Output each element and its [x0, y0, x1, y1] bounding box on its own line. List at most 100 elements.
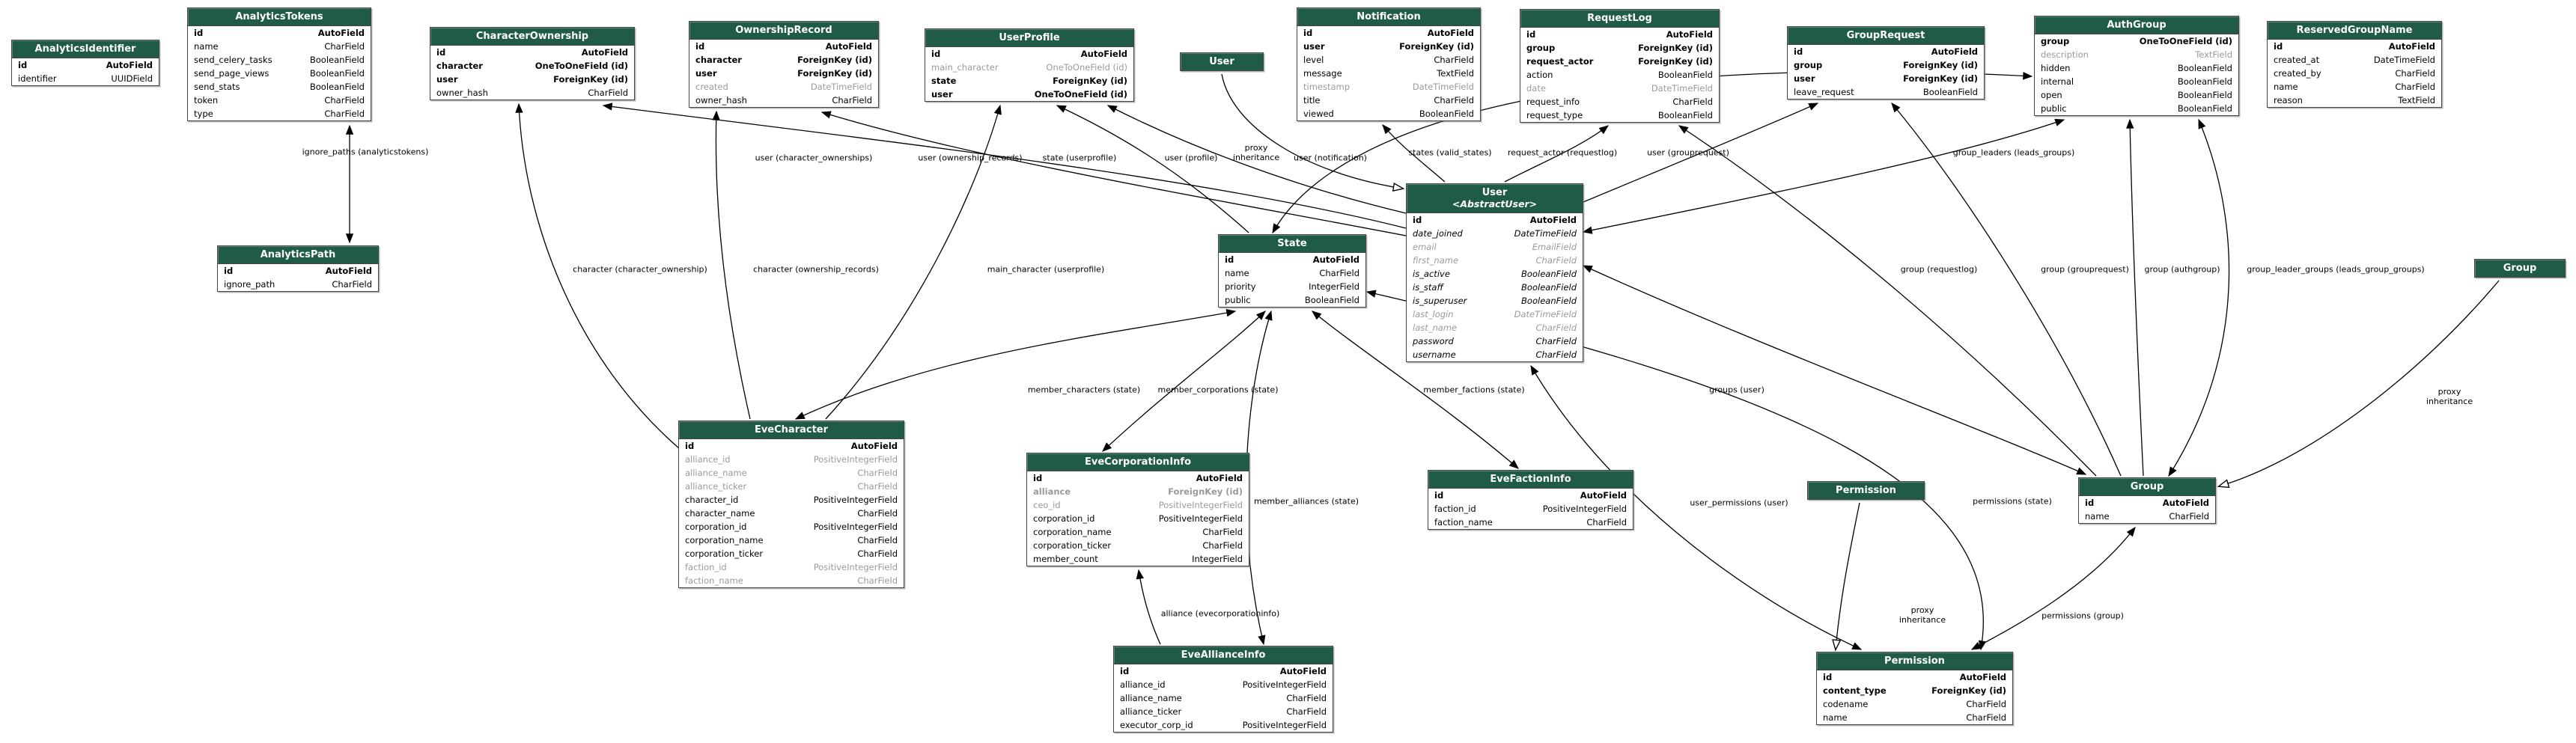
edge-fk-arrow	[1678, 125, 2097, 477]
edge-label: permissions (state)	[1973, 496, 2052, 507]
field-name: member_count	[1033, 554, 1098, 564]
field-type: BooleanField	[2177, 103, 2232, 114]
edge-m2m-arrow	[1102, 311, 1266, 452]
edge-label: proxy inheritance	[1232, 142, 1280, 162]
field-name: name	[194, 41, 219, 52]
field-name: id	[224, 266, 234, 276]
field-type: BooleanField	[1419, 108, 1474, 119]
field-type: AutoField	[1529, 215, 1577, 225]
edge-fk-arrow	[1891, 103, 2122, 477]
field-type: ForeignKey (id)	[797, 68, 872, 79]
field-type: AutoField	[1427, 28, 1474, 38]
field-name: group	[2041, 36, 2070, 46]
field-type: IntegerField	[1309, 281, 1359, 292]
edge-proxy-arrow	[2217, 280, 2500, 489]
field-type: CharField	[1586, 517, 1627, 528]
edge-label: groups (user)	[1709, 385, 1764, 395]
field-type: CharField	[1434, 55, 1474, 65]
field-type: PositiveIntegerField	[1242, 720, 1327, 730]
field-type: CharField	[1966, 699, 2006, 709]
field-type: CharField	[2395, 68, 2435, 79]
field-type: PositiveIntegerField	[1158, 500, 1243, 510]
table-title: Permission	[1836, 485, 1896, 496]
field-name: executor_corp_id	[1120, 720, 1193, 730]
field-type: CharField	[2395, 82, 2435, 92]
table-header: EveCharacter	[679, 421, 904, 439]
field-name: id	[1033, 473, 1043, 483]
field-type: DateTimeField	[1514, 228, 1577, 239]
table-title: EveCorporationInfo	[1084, 456, 1191, 468]
field-type: AutoField	[325, 266, 372, 276]
field-type: PositiveIntegerField	[813, 495, 898, 505]
edge-label: group_leaders (leads_groups)	[1952, 147, 2075, 158]
field-name: id	[695, 41, 705, 52]
edge-label: user (ownership_records)	[918, 153, 1023, 163]
field-name: user	[695, 68, 717, 79]
field-name: public	[1225, 295, 1251, 305]
table-title: RequestLog	[1587, 13, 1652, 24]
field-name: alliance_name	[685, 468, 747, 478]
edge-label: member_characters (state)	[1027, 385, 1141, 395]
field-type: CharField	[1286, 706, 1327, 717]
field-type: BooleanField	[309, 82, 365, 92]
table-user-proxy: User	[1180, 52, 1264, 71]
field-name: id	[1526, 29, 1536, 40]
table-title: AnalyticsPath	[260, 249, 336, 260]
table-title: EveFactionInfo	[1490, 474, 1571, 485]
field-name: name	[2274, 82, 2298, 92]
field-type: CharField	[1202, 527, 1243, 537]
field-type: AutoField	[1931, 46, 1978, 57]
field-name: corporation_id	[685, 522, 747, 532]
table-header: RequestLog	[1520, 10, 1719, 28]
table-header: AnalyticsPath	[218, 246, 378, 264]
field-name: internal	[2041, 76, 2074, 87]
field-name: name	[1823, 712, 1848, 723]
field-type: BooleanField	[1521, 282, 1577, 293]
field-name: corporation_id	[1033, 513, 1095, 524]
field-type: ForeignKey (id)	[553, 74, 628, 85]
table-title: OwnershipRecord	[735, 25, 832, 36]
field-type: UUIDField	[111, 73, 153, 84]
field-type: BooleanField	[2177, 90, 2232, 100]
field-type: CharField	[1535, 336, 1577, 346]
field-name: send_stats	[194, 82, 240, 92]
field-name: id	[1823, 672, 1833, 682]
field-type: TextField	[1437, 68, 1474, 79]
edge-label: member_alliances (state)	[1253, 496, 1359, 507]
field-type: ForeignKey (id)	[1638, 56, 1713, 67]
field-type: CharField	[857, 575, 898, 586]
field-name: user	[1794, 73, 1815, 84]
field-type: BooleanField	[1521, 296, 1577, 306]
field-type: ForeignKey (id)	[1903, 73, 1978, 84]
